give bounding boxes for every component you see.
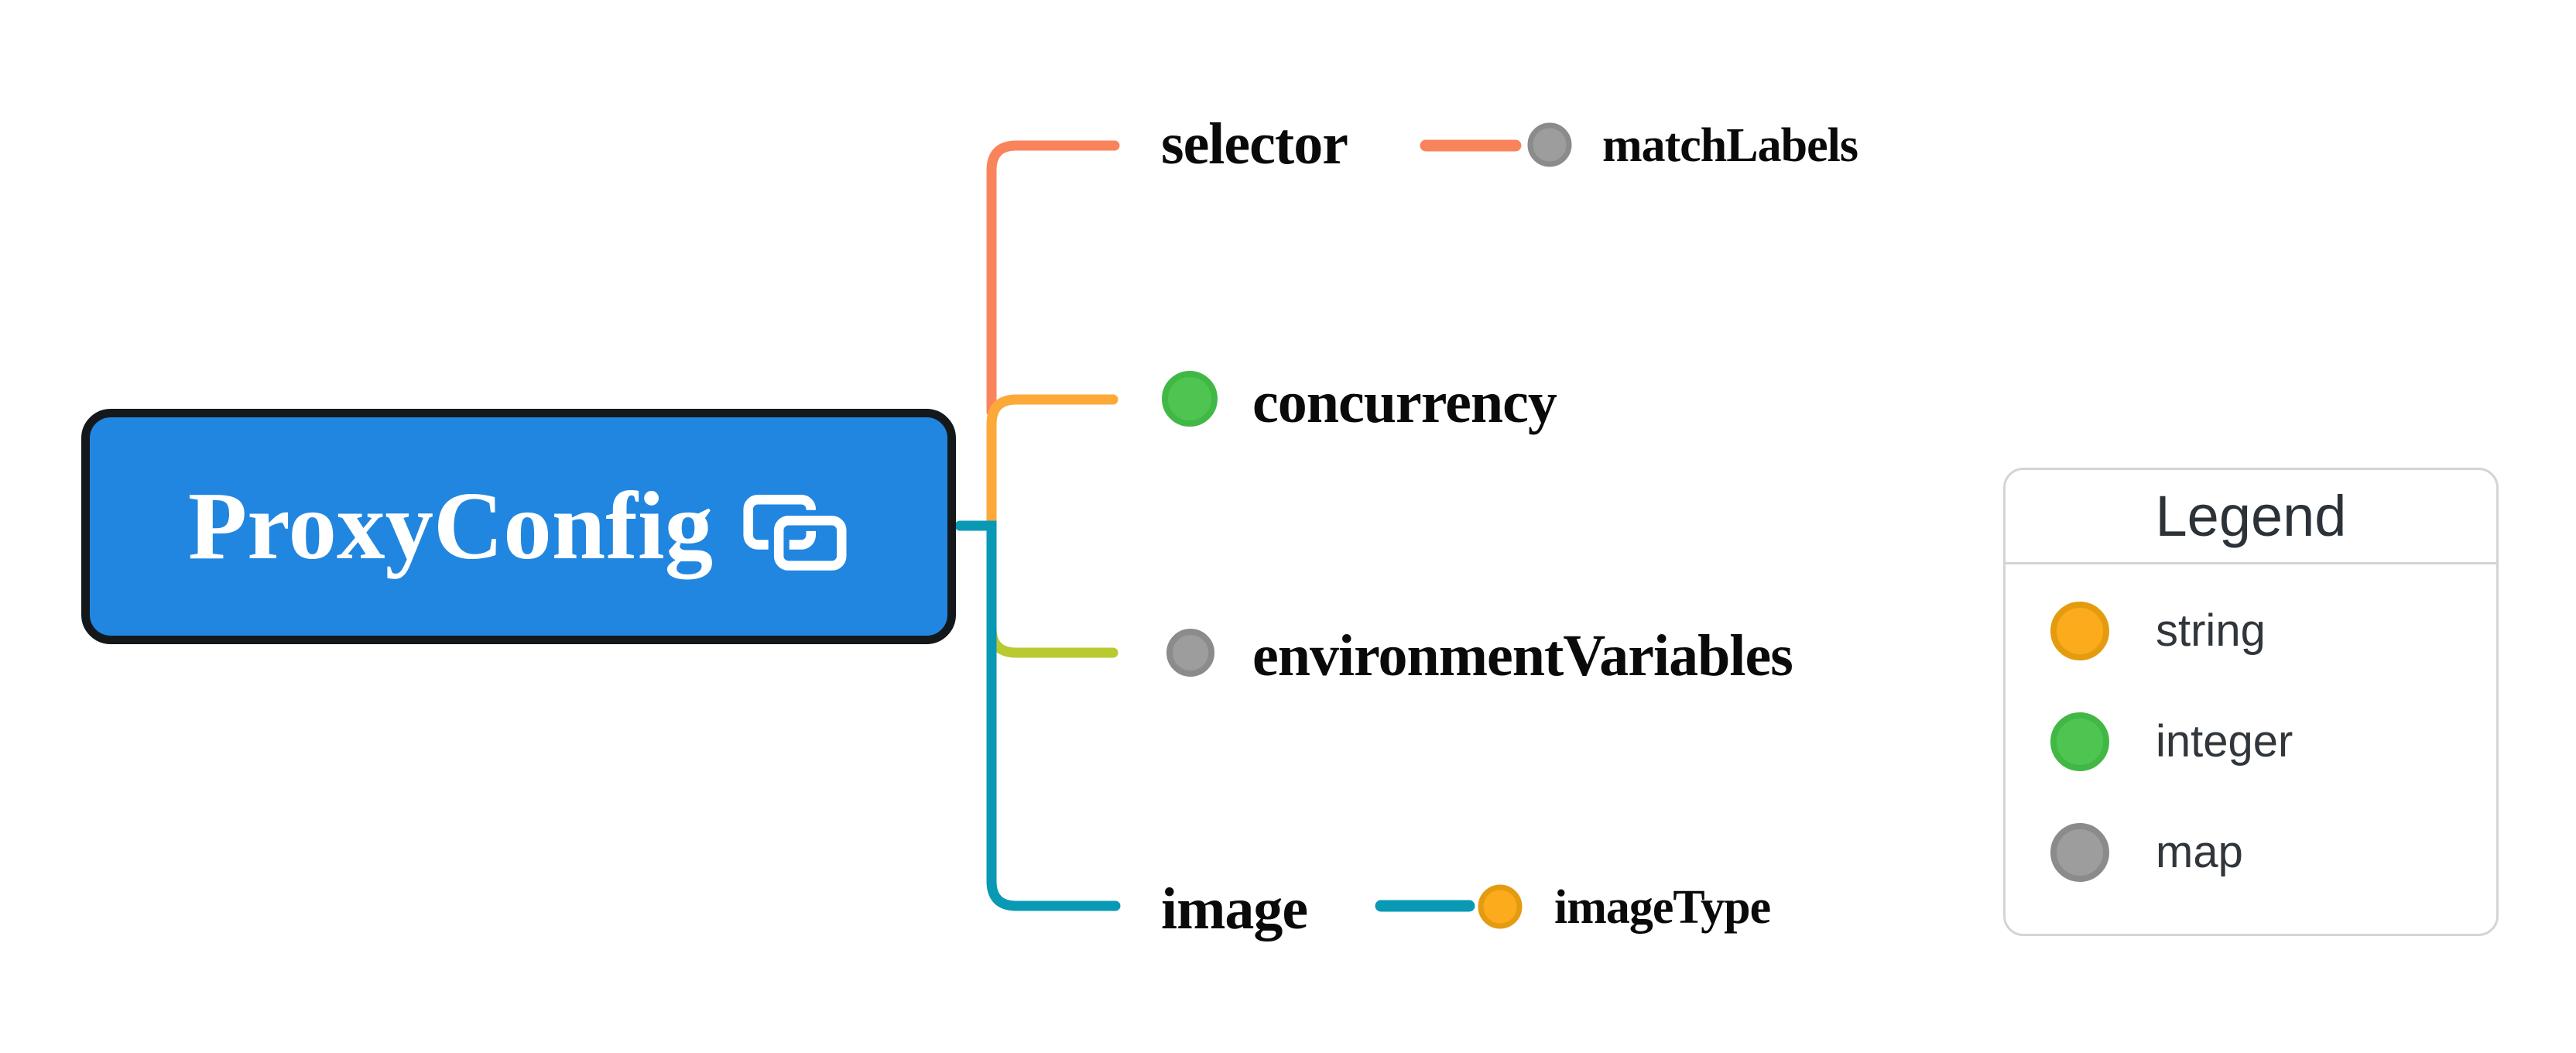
branch-line-environment-variables	[986, 537, 1118, 658]
branch-label-concurrency[interactable]: concurrency	[1252, 370, 1557, 435]
child-label-matchlabels[interactable]: matchLabels	[1602, 119, 1858, 172]
legend-card: Legend string integer map	[2003, 468, 2499, 936]
link-icon	[743, 495, 850, 575]
branch-line-image	[954, 520, 1121, 911]
legend-item-label: map	[2156, 827, 2243, 877]
legend-string-dot-icon	[2050, 602, 2109, 660]
branch-label-image[interactable]: image	[1161, 876, 1308, 942]
legend-item-integer: integer	[2050, 712, 2293, 771]
type-dot-map-matchlabels[interactable]	[1527, 122, 1572, 167]
child-label-imagetype[interactable]: imageType	[1554, 881, 1771, 934]
legend-item-label: string	[2156, 605, 2266, 656]
type-dot-string-imagetype[interactable]	[1478, 884, 1523, 929]
branch-label-environment-variables[interactable]: environmentVariables	[1252, 623, 1793, 688]
legend-item-string: string	[2050, 602, 2266, 660]
legend-item-label: integer	[2156, 716, 2293, 767]
branch-label-selector[interactable]: selector	[1161, 111, 1348, 177]
legend-integer-dot-icon	[2050, 712, 2109, 771]
type-dot-map-environment-variables[interactable]	[1166, 629, 1214, 677]
branch-line-selector	[986, 140, 1120, 417]
branch-line-concurrency	[986, 394, 1118, 529]
legend-divider	[2006, 562, 2496, 564]
legend-map-dot-icon	[2050, 823, 2109, 882]
root-node-label: ProxyConfig	[187, 472, 714, 580]
root-node-proxyconfig[interactable]: ProxyConfig	[81, 409, 956, 644]
type-dot-integer-concurrency[interactable]	[1162, 371, 1218, 427]
legend-title: Legend	[2155, 484, 2347, 548]
legend-item-map: map	[2050, 823, 2243, 882]
